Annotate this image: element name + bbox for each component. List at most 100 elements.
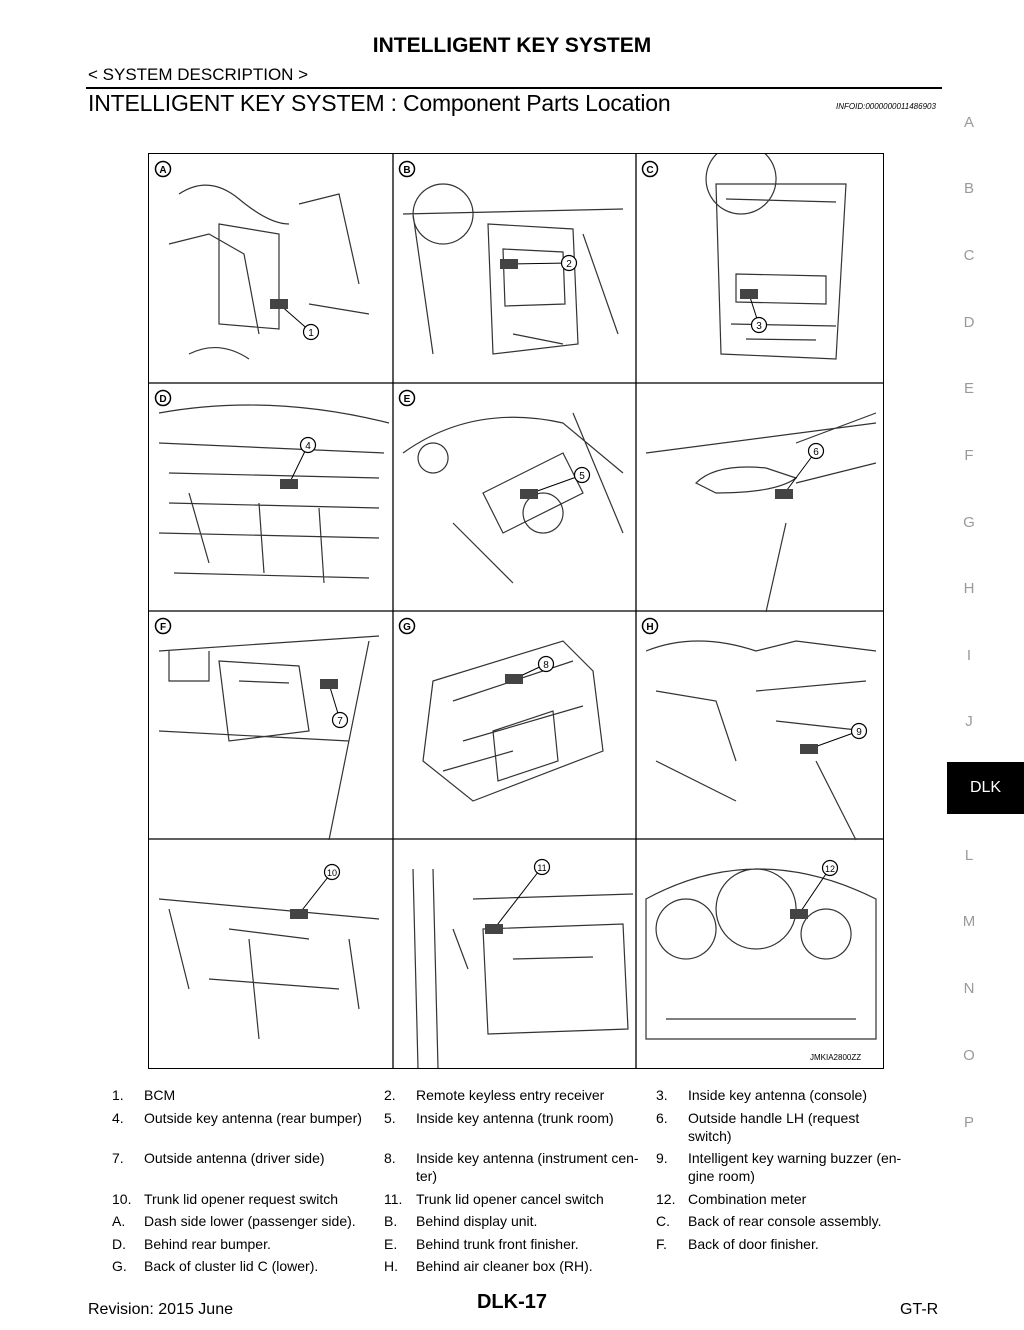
legend-item-number: D. [112, 1235, 126, 1252]
panel-illustration [412, 868, 634, 1068]
legend-item: 10.Trunk lid opener request switch [112, 1190, 384, 1208]
callout-number: 11 [537, 863, 546, 873]
legend-item-text: Remote keyless entry receiver [416, 1087, 605, 1103]
component-mark [500, 259, 518, 269]
callout-number: 10 [327, 868, 337, 878]
legend-item [656, 1257, 912, 1275]
component-mark [280, 479, 298, 489]
legend-item-text: Outside handle LH (request switch) [688, 1109, 860, 1144]
panel-illustration [645, 640, 877, 841]
side-index-letter-f[interactable]: F [964, 447, 974, 464]
legend-item-number: 12. [656, 1190, 676, 1207]
legend-item-number: 6. [656, 1109, 668, 1126]
callout-number: 7 [337, 716, 343, 727]
illustration-lines [412, 868, 634, 1068]
side-index-letter-a[interactable]: A [963, 114, 974, 131]
panel-label: A [159, 165, 166, 176]
callout-number: 4 [305, 441, 311, 452]
side-index-letter-l[interactable]: L [964, 847, 974, 864]
panel-illustration [422, 640, 604, 802]
side-index-letter-h[interactable]: H [963, 580, 975, 597]
breadcrumb: < SYSTEM DESCRIPTION > [88, 65, 309, 84]
callout-circle [533, 858, 551, 876]
callout-circle [323, 863, 341, 881]
component-mark [290, 909, 308, 919]
illustration-lines [645, 868, 877, 1040]
panel-label: F [160, 622, 166, 633]
legend-item-text: Trunk lid opener request switch [144, 1190, 339, 1207]
component-mark [320, 679, 338, 689]
illustration-lines [645, 640, 877, 841]
component-mark [520, 489, 538, 499]
side-index-letter-n[interactable]: N [963, 980, 975, 997]
panel-illustration [645, 412, 877, 613]
legend-item: 4.Outside key antenna (rear bumper) [112, 1109, 384, 1145]
legend-item-text: Behind trunk front finisher. [416, 1235, 579, 1252]
component-mark [485, 924, 503, 934]
panel-label-circle [641, 160, 659, 178]
legend-row: G.Back of cluster lid C (lower).H.Behind… [112, 1257, 912, 1275]
figure-reference-code: JMKIA2800ZZ [810, 1053, 862, 1062]
side-index-letter-p[interactable]: P [963, 1114, 974, 1131]
legend-item-number: A. [112, 1213, 126, 1229]
panel-label-circle [398, 160, 416, 178]
panel-illustration [645, 868, 877, 1040]
legend-item-number: 7. [112, 1150, 124, 1166]
side-index-letter-j[interactable]: J [965, 713, 973, 730]
panel-illustration [168, 184, 370, 360]
panel-illustration [402, 412, 624, 584]
legend-item: 2.Remote keyless entry receiver [384, 1086, 656, 1104]
illustration-lines [168, 184, 370, 360]
callout-circle [750, 316, 768, 334]
section-tab-dlk[interactable]: DLK [947, 762, 1024, 814]
side-index-letter-g[interactable]: G [963, 514, 975, 531]
component-mark [270, 299, 288, 309]
component-mark [775, 489, 793, 499]
legend-item-text: Behind display unit. [416, 1213, 538, 1229]
legend-item: 5.Inside key antenna (trunk room) [384, 1109, 656, 1145]
legend-item-text: Inside key antenna (trunk room) [416, 1109, 614, 1126]
legend-row: 7.Outside antenna (driver side)8.Inside … [112, 1149, 912, 1185]
info-id: INFOID:0000000011486903 [836, 102, 936, 111]
callout-circle [573, 466, 591, 484]
side-index-letter-o[interactable]: O [963, 1047, 975, 1064]
legend-item-text: Dash side lower (passenger side). [144, 1213, 356, 1229]
side-index-letter-c[interactable]: C [963, 247, 975, 264]
panel-illustration [402, 183, 624, 355]
callout-number: 8 [543, 660, 549, 671]
panel-label-circle [641, 617, 659, 635]
legend-item-text: BCM [144, 1087, 176, 1103]
side-index-letter-b[interactable]: B [963, 180, 974, 197]
callout-leader [493, 866, 543, 930]
illustration-lines [402, 412, 624, 584]
panel-illustration [158, 404, 390, 584]
legend-item-text: Back of rear console assembly. [688, 1213, 882, 1229]
legend-item: 9.Intelligent key warning buzzer (en-gin… [656, 1149, 912, 1185]
callout-leader [508, 262, 570, 265]
illustration-lines [422, 640, 604, 802]
section-title: INTELLIGENT KEY SYSTEM : Component Parts… [88, 90, 671, 116]
side-index-letter-d[interactable]: D [963, 314, 975, 331]
callout-circle [850, 722, 868, 740]
callout-circle [807, 442, 825, 460]
legend-item: A. Dash side lower (passenger side). [112, 1212, 384, 1230]
callout-circle [299, 436, 317, 454]
side-index-letter-e[interactable]: E [963, 380, 974, 397]
legend-item: H.Behind air cleaner box (RH). [384, 1257, 656, 1275]
callout-circle [821, 859, 839, 877]
legend-row: D.Behind rear bumper.E.Behind trunk fron… [112, 1235, 912, 1253]
legend-item-number: 3. [656, 1087, 668, 1103]
legend-item-number: 8. [384, 1150, 396, 1166]
callout-leader [798, 867, 831, 915]
side-index-letter-m[interactable]: M [962, 913, 976, 930]
callout-circle [331, 711, 349, 729]
callout-number: 1 [308, 328, 314, 339]
legend-item-text: Back of cluster lid C (lower). [144, 1258, 319, 1274]
side-index-letter-i[interactable]: I [966, 647, 972, 664]
legend-item-text: Trunk lid opener cancel switch [416, 1190, 604, 1207]
illustration-lines [158, 404, 390, 584]
legend-item: B.Behind display unit. [384, 1212, 656, 1230]
component-mark [800, 744, 818, 754]
component-mark [740, 289, 758, 299]
